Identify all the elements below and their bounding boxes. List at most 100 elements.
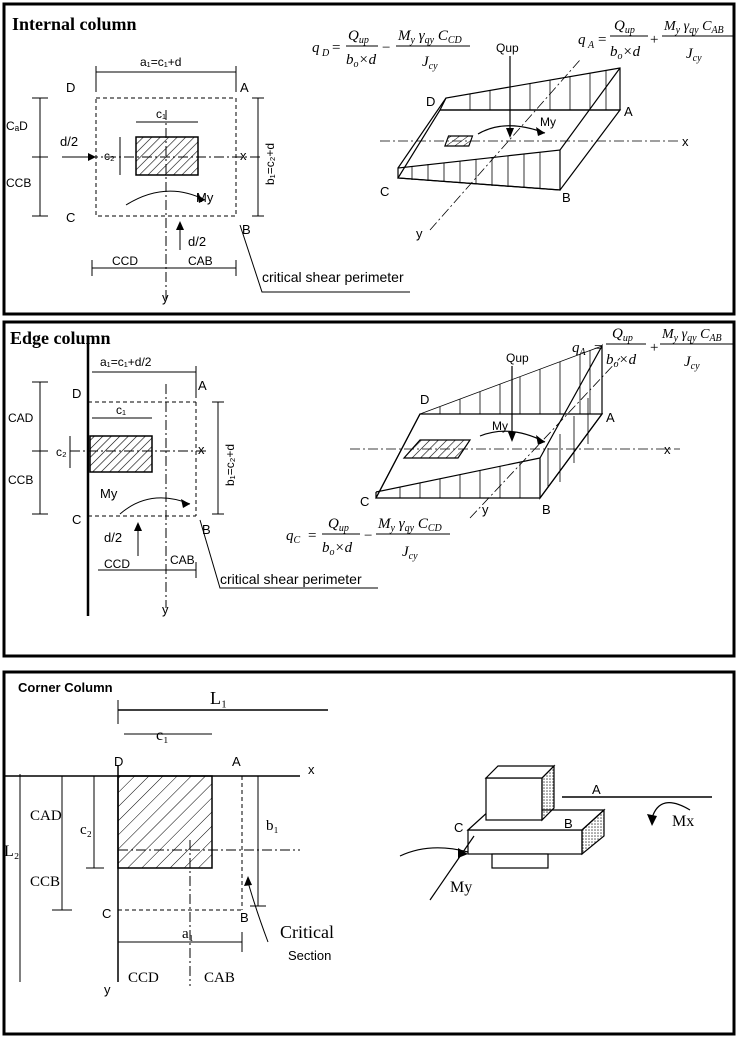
svg-text:q: q	[578, 32, 586, 48]
svg-text:A: A	[587, 40, 595, 51]
equation-qa: qA = Qup bo×d + My γqy CAB Jcy	[572, 326, 734, 372]
mx-label: Mx	[672, 813, 694, 830]
svg-text:Jcy: Jcy	[422, 54, 438, 72]
iso-d: D	[426, 94, 435, 109]
svg-text:My γqy CCD: My γqy CCD	[377, 516, 443, 534]
svg-text:q: q	[312, 40, 320, 56]
qup-label: Qup	[506, 351, 529, 365]
b1-label: b₁=c₂+d	[223, 444, 237, 486]
corner-a: A	[232, 754, 241, 769]
b1-label: b₁=c₂+d	[263, 143, 277, 185]
corner-c: C	[66, 210, 75, 225]
ccb-label: CCB	[8, 473, 33, 487]
critical-label: critical shear perimeter	[220, 571, 362, 587]
iso-c: C	[380, 184, 389, 199]
svg-text:qC: qC	[286, 528, 301, 546]
cad-label: CAD	[8, 411, 34, 425]
corner-d: D	[114, 754, 123, 769]
iso-b: B	[562, 190, 571, 205]
iso-y: y	[482, 502, 489, 517]
svg-text:=: =	[594, 340, 602, 356]
y-axis-label: y	[162, 602, 169, 617]
iso-a: A	[624, 104, 633, 119]
c2-label: c₂	[56, 445, 67, 459]
iso-a: A	[606, 410, 615, 425]
svg-text:Qup: Qup	[614, 18, 635, 36]
c2-label: c₂	[104, 149, 115, 163]
cab-label: CAB	[204, 970, 235, 986]
cad-label: CₐD	[6, 119, 28, 133]
my-label: My	[196, 190, 214, 205]
iso-y: y	[416, 226, 423, 241]
iso-b: B	[542, 502, 551, 517]
corner-isometric	[399, 764, 712, 901]
iso-d: D	[420, 392, 429, 407]
svg-text:My γqy CAB: My γqy CAB	[663, 19, 724, 36]
corner-d: D	[66, 80, 75, 95]
c1-label: c₁	[156, 727, 169, 744]
svg-text:Qup: Qup	[328, 516, 349, 534]
cab-label: CAB	[188, 254, 213, 268]
svg-text:bo×d: bo×d	[606, 352, 637, 370]
svg-text:=: =	[598, 32, 606, 48]
cab-label: CAB	[170, 553, 195, 567]
edge-column-diagram: Edge column a₁=c₁+d/2 D A C B CAD CCB c₁…	[2, 320, 736, 658]
panel-title: Edge column	[10, 328, 111, 348]
y-axis-label: y	[162, 290, 169, 305]
corner-d: D	[72, 386, 81, 401]
svg-text:bo×d: bo×d	[610, 44, 641, 62]
a1-label: a₁=c₁+d/2	[100, 355, 152, 369]
svg-text:Jcy: Jcy	[684, 354, 700, 372]
x-axis-label: x	[240, 148, 247, 163]
iso-c: C	[360, 494, 369, 509]
corner-column-diagram: Corner Column L₁ c₁ D A x L₂ CA	[2, 670, 736, 1036]
ccb-label: CCB	[6, 176, 31, 190]
my-label: My	[450, 879, 472, 896]
corner-b: B	[240, 910, 249, 925]
iso-x: x	[682, 134, 689, 149]
svg-text:My γqy CCD: My γqy CCD	[397, 28, 463, 46]
corner-c: C	[102, 906, 111, 921]
b1-label: b₁	[266, 818, 279, 834]
svg-text:=: =	[332, 40, 340, 56]
equation-qd: q D = Qup bo×d − My γqy CCD Jcy	[312, 28, 470, 72]
column-section	[135, 136, 199, 176]
iso-a: A	[592, 782, 601, 797]
my-label: My	[100, 486, 118, 501]
iso-x: x	[664, 442, 671, 457]
internal-column-panel: Internal column a₁=c₁+d D A C B CₐD CCB	[0, 0, 738, 318]
column-section	[89, 435, 153, 473]
svg-text:Jcy: Jcy	[686, 46, 702, 64]
svg-text:−: −	[364, 528, 372, 544]
x-axis-label: x	[198, 442, 205, 457]
d2-left-label: d/2	[60, 134, 78, 149]
c1-label: c₁	[116, 403, 126, 417]
corner-a: A	[240, 80, 249, 95]
svg-text:bo×d: bo×d	[322, 540, 353, 558]
internal-column-diagram: Internal column a₁=c₁+d D A C B CₐD CCB	[2, 2, 736, 316]
svg-text:bo×d: bo×d	[346, 52, 377, 70]
panel-title: Internal column	[12, 14, 137, 34]
corner-b: B	[242, 222, 251, 237]
c1-label: c₁	[156, 107, 166, 121]
a1-label: a₁=c₁+d	[140, 55, 181, 69]
svg-text:+: +	[650, 340, 658, 356]
critical-label: Critical	[280, 922, 334, 942]
corner-column-panel: Corner Column L₁ c₁ D A x L₂ CA	[0, 670, 738, 1038]
corner-b: B	[202, 522, 211, 537]
iso-my: My	[492, 419, 508, 433]
svg-text:qA: qA	[572, 340, 587, 358]
equation-qa: q A = Qup bo×d + My γqy CAB Jcy	[578, 18, 734, 64]
iso-b: B	[564, 816, 573, 831]
svg-text:My γqy CAB: My γqy CAB	[661, 327, 722, 344]
d2-label: d/2	[104, 530, 122, 545]
l1-label: L₁	[210, 688, 227, 708]
edge-isometric	[350, 343, 680, 519]
ccd-label: CCD	[104, 557, 130, 571]
svg-text:+: +	[650, 32, 658, 48]
iso-my: My	[540, 115, 556, 129]
panel-title: Corner Column	[18, 680, 113, 695]
svg-text:Qup: Qup	[348, 28, 369, 46]
a1-label: a₁	[182, 926, 194, 942]
ccd-label: CCD	[112, 254, 138, 268]
